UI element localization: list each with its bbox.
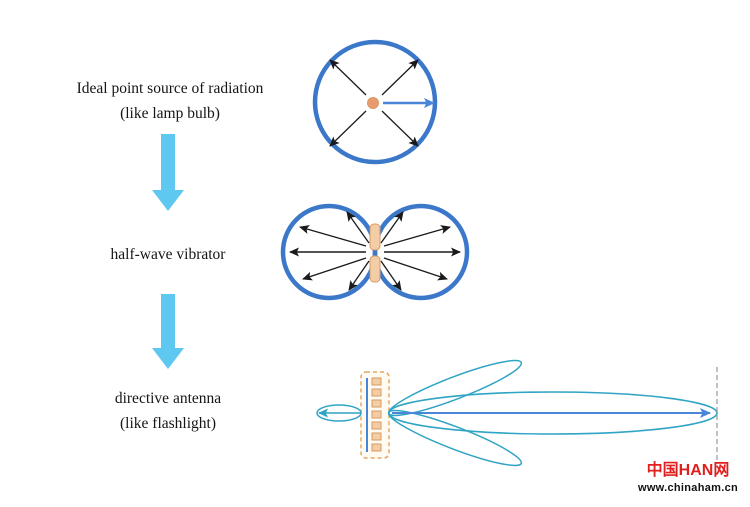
array-element <box>371 388 382 397</box>
pattern-lobe-right <box>372 203 470 301</box>
dipole-element-bottom <box>369 255 381 283</box>
radiation-arrow-icon <box>381 59 419 96</box>
radiation-arrow-icon <box>383 257 448 281</box>
watermark-brand: 中国HAN网 <box>646 462 730 479</box>
array-element <box>371 377 382 386</box>
radiation-arrow-icon <box>329 110 367 147</box>
array-element <box>371 432 382 441</box>
point-source-dot <box>367 97 379 109</box>
dipole-element-top <box>369 223 381 251</box>
down-arrow-icon <box>152 134 184 211</box>
radiation-arrow-icon <box>348 260 370 291</box>
radiation-arrow-icon <box>329 59 367 96</box>
radiation-arrow-icon <box>299 225 367 247</box>
array-element <box>371 410 382 419</box>
label-half-wave-text: half-wave vibrator <box>110 246 226 263</box>
point-source-pattern <box>312 39 438 165</box>
radiation-arrow-icon <box>380 211 404 244</box>
radiation-arrow-icon <box>380 260 402 291</box>
label-half-wave: half-wave vibrator <box>58 242 278 267</box>
radiation-arrow-icon <box>302 257 367 281</box>
array-element <box>371 421 382 430</box>
array-element <box>371 399 382 408</box>
radiation-arrow-icon <box>381 110 419 147</box>
down-arrow-icon <box>152 294 184 369</box>
label-directive-line1: directive antenna <box>114 390 222 407</box>
radiation-arrow-icon <box>346 211 370 244</box>
watermark: 中国HAN网 www.chinaham.cn <box>628 461 748 495</box>
omnidirectional-circle <box>312 39 438 165</box>
label-directive-line2: (like flashlight) <box>120 415 216 432</box>
watermark-url: www.chinaham.cn <box>637 482 739 494</box>
array-element <box>371 443 382 452</box>
radiation-arrow-icon <box>383 225 451 247</box>
label-point-source-line2: (like lamp bulb) <box>120 105 220 122</box>
flow-arrows <box>152 134 184 369</box>
label-directive: directive antenna (like flashlight) <box>48 386 288 436</box>
lower-side-lobe <box>387 409 523 467</box>
label-point-source: Ideal point source of radiation (like la… <box>40 76 300 126</box>
label-point-source-line1: Ideal point source of radiation <box>76 80 264 97</box>
antenna-array-elements <box>371 377 382 452</box>
dipole-pattern <box>280 203 470 301</box>
directive-pattern <box>316 359 718 467</box>
